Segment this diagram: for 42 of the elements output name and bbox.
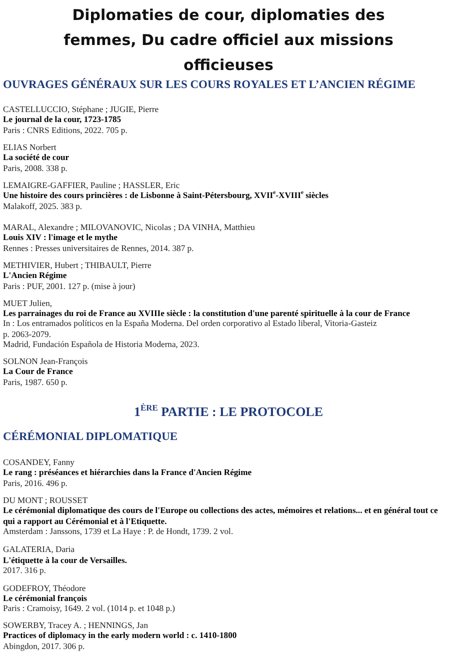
publication-details: Amsterdam : Janssons, 1739 et La Haye : P. de Hondt, 1739. 2 vol. [3, 526, 234, 536]
book-title: Les parrainages du roi de France au XVIIIe siècle : la constitution d'une parenté spirituelle à la cour de France [3, 308, 410, 318]
publication-details: Paris, 2016. 496 p. [3, 478, 68, 488]
book-title: Louis XIV : l'image et le mythe [3, 232, 118, 242]
publication-details: 2017. 316 p. [3, 565, 46, 576]
publication-details: In : Los entramados políticos en la España Moderna. Del orden corporativo al Estado liberal, Vitoria-Gasteiz [3, 318, 377, 328]
publication-details: Rennes : Presses universitaires de Rennes, 2014. 387 p. [3, 243, 194, 254]
book-title: Practices of diplomacy in the early modern world : c. 1410-1800 [3, 630, 237, 640]
book-title: L'étiquette à la cour de Versailles. [3, 555, 127, 566]
publication-details: Paris, 2008. 338 p. [3, 163, 68, 174]
publication-details: Madrid, Fundación Española de Historia Moderna, 2023. [3, 339, 200, 350]
author-names: MARAL, Alexandre ; MILOVANOVIC, Nicolas ; DA VINHA, Matthieu [3, 222, 255, 232]
author-names: METHIVIER, Hubert ; THIBAULT, Pierre [3, 260, 152, 270]
author-names: ELIAS Norbert [3, 142, 56, 152]
page-title: Diplomaties de cour, diplomaties des femmes, Du cadre officiel aux missions officieuses [62, 5, 394, 76]
book-title: Le rang : préséances et hiérarchies dans la France d'Ancien Régime [3, 467, 252, 478]
book-title: Une histoire des cours princières : de Lisbonne à Saint-Pétersbourg, XVII$^{e}$-XVIII$^{e}$ siècles [3, 190, 328, 200]
author-names: DU MONT ; ROUSSET [3, 495, 88, 506]
book-title: Le cérémonial diplomatique des cours de l'Europe ou collections des actes, mémoires et relations... et en général tout ce qui a rapport au Cérémonial et à l'Etiquette. [3, 505, 439, 526]
author-names: COSANDEY, Fanny [3, 457, 74, 468]
author-names: MUET Julien, [3, 298, 52, 308]
book-title: La Cour de France [3, 366, 73, 376]
publication-details: p. 2063-2079. [3, 329, 51, 340]
author-names: GALATERIA, Daria [3, 544, 75, 554]
book-title: L'Ancien Régime [3, 270, 67, 280]
author-names: GODEFROY, Théodore [3, 583, 86, 594]
publication-details: Paris : PUF, 2001. 127 p. (mise à jour) [3, 281, 136, 292]
author-names: CASTELLUCCIO, Stéphane ; JUGIE, Pierre [3, 104, 159, 114]
book-title: La société de cour [3, 152, 70, 162]
publication-details: Paris, 1987. 650 p. [3, 377, 68, 388]
section-heading: CÉRÉMONIAL DIPLOMATIQUE [3, 430, 178, 445]
publication-details: Paris : CNRS Editions, 2022. 705 p. [3, 125, 128, 136]
author-names: SOWERBY, Tracey A. ; HENNINGS, Jan [3, 620, 148, 630]
author-names: SOLNON Jean-François [3, 356, 88, 366]
author-names: LEMAIGRE-GAFFIER, Pauline ; HASSLER, Eric [3, 180, 180, 190]
part-heading: 1$^{ÈRE}$ PARTIE : LE PROTOCOLE [134, 404, 324, 419]
book-title: Le cérémonial françois [3, 593, 88, 604]
book-title: Le journal de la cour, 1723-1785 [3, 114, 122, 124]
publication-details: Abingdon, 2017. 306 p. [3, 641, 85, 652]
publication-details: Paris : Cramoisy, 1649. 2 vol. (1014 p. et 1048 p.) [3, 603, 176, 614]
section-heading: OUVRAGES GÉNÉRAUX SUR LES COURS ROYALES ET L’ANCIEN RÉGIME [3, 78, 416, 93]
publication-details: Malakoff, 2025. 383 p. [3, 201, 82, 212]
